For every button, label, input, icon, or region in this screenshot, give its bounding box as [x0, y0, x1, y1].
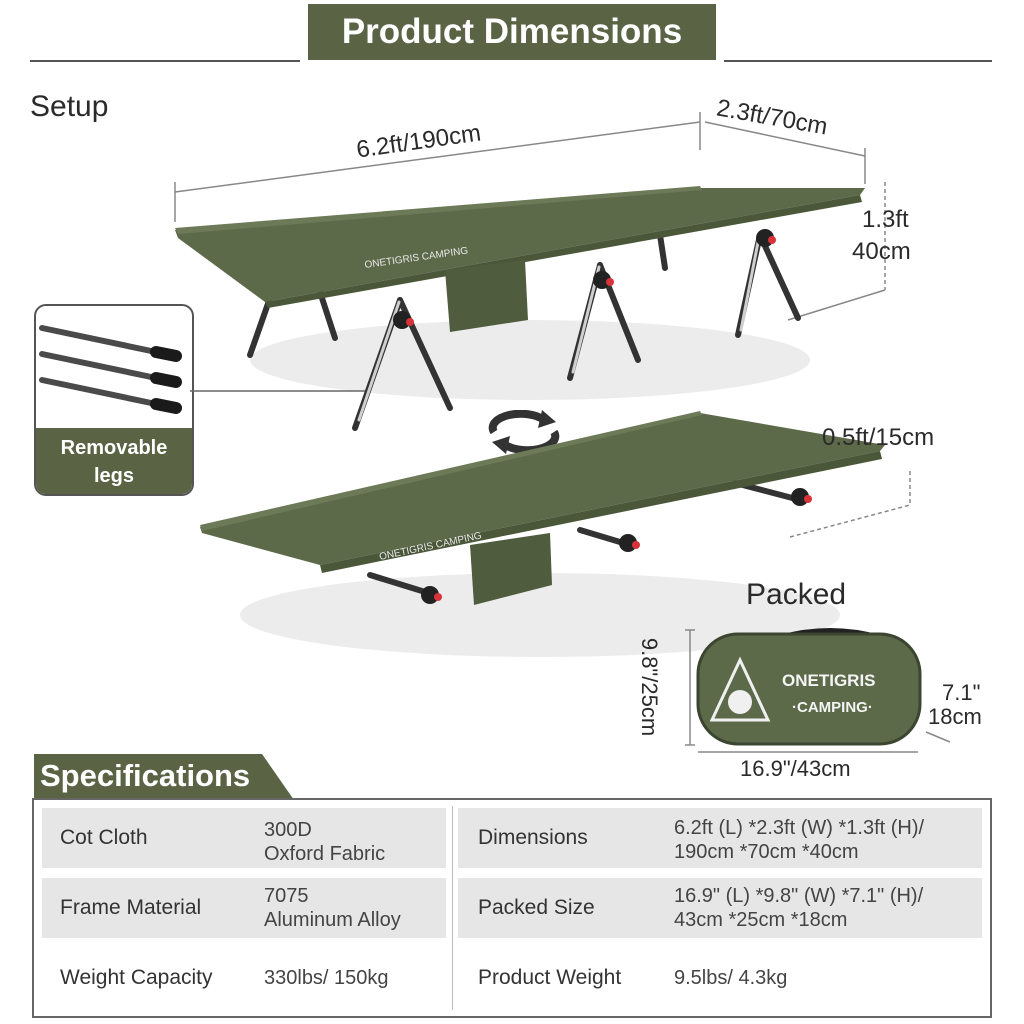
- spec-value-packed-size: 16.9" (L) *9.8" (W) *7.1" (H)/43cm *25cm…: [674, 885, 924, 931]
- spec-row-left-2: [42, 878, 446, 938]
- title-rule-left: [30, 60, 300, 62]
- spec-value-weight-capacity: 330lbs/ 150kg: [264, 967, 389, 989]
- spec-value-dimensions: 6.2ft (L) *2.3ft (W) *1.3ft (H)/190cm *7…: [674, 817, 925, 863]
- specs-heading: Specifications: [40, 758, 251, 793]
- spec-row-left-1: [42, 808, 446, 868]
- spec-key-cot-cloth: Cot Cloth: [60, 826, 148, 849]
- packed-height-label: 9.8"/25cm: [637, 637, 663, 737]
- removable-legs-inset: Removable legs: [34, 304, 194, 496]
- spec-key-weight-capacity: Weight Capacity: [60, 966, 213, 989]
- specs-column-divider: [452, 806, 453, 1010]
- spec-key-packed-size: Packed Size: [478, 896, 595, 919]
- specs-heading-tab: [34, 754, 294, 800]
- spec-key-product-weight: Product Weight: [478, 966, 622, 989]
- setup-cot-illustration: ONETIGRIS CAMPING: [174, 112, 886, 431]
- packed-depth-cm-label: 18cm: [928, 704, 982, 729]
- title-rule-right: [724, 60, 992, 62]
- setup-height-cm-label: 40cm: [852, 238, 911, 265]
- specs-table: [32, 798, 992, 1018]
- low-height-label: 0.5ft/15cm: [822, 424, 935, 451]
- page-title: Product Dimensions: [308, 4, 716, 60]
- spec-key-dimensions: Dimensions: [478, 826, 588, 849]
- leg-icon: [39, 325, 182, 414]
- packed-bag-illustration: ONETIGRIS ·CAMPING·: [685, 628, 951, 753]
- inset-leader-line: [190, 390, 365, 392]
- setup-label: Setup: [30, 90, 109, 123]
- spec-row-right-1: [458, 808, 982, 868]
- removable-legs-label-line2: legs: [93, 465, 135, 487]
- bag-brand-line2: ·CAMPING·: [792, 699, 873, 716]
- spec-value-product-weight: 9.5lbs/ 4.3kg: [674, 967, 788, 989]
- packed-width-label: 16.9"/43cm: [740, 756, 851, 781]
- setup-height-ft-label: 1.3ft: [862, 206, 909, 233]
- packed-label: Packed: [746, 578, 847, 611]
- packed-depth-in-label: 7.1": [942, 680, 981, 705]
- spec-key-frame-material: Frame Material: [60, 896, 202, 919]
- removable-legs-label-line1: Removable: [60, 437, 168, 459]
- bag-brand-line1: ONETIGRIS: [782, 671, 876, 690]
- spec-row-right-2: [458, 878, 982, 938]
